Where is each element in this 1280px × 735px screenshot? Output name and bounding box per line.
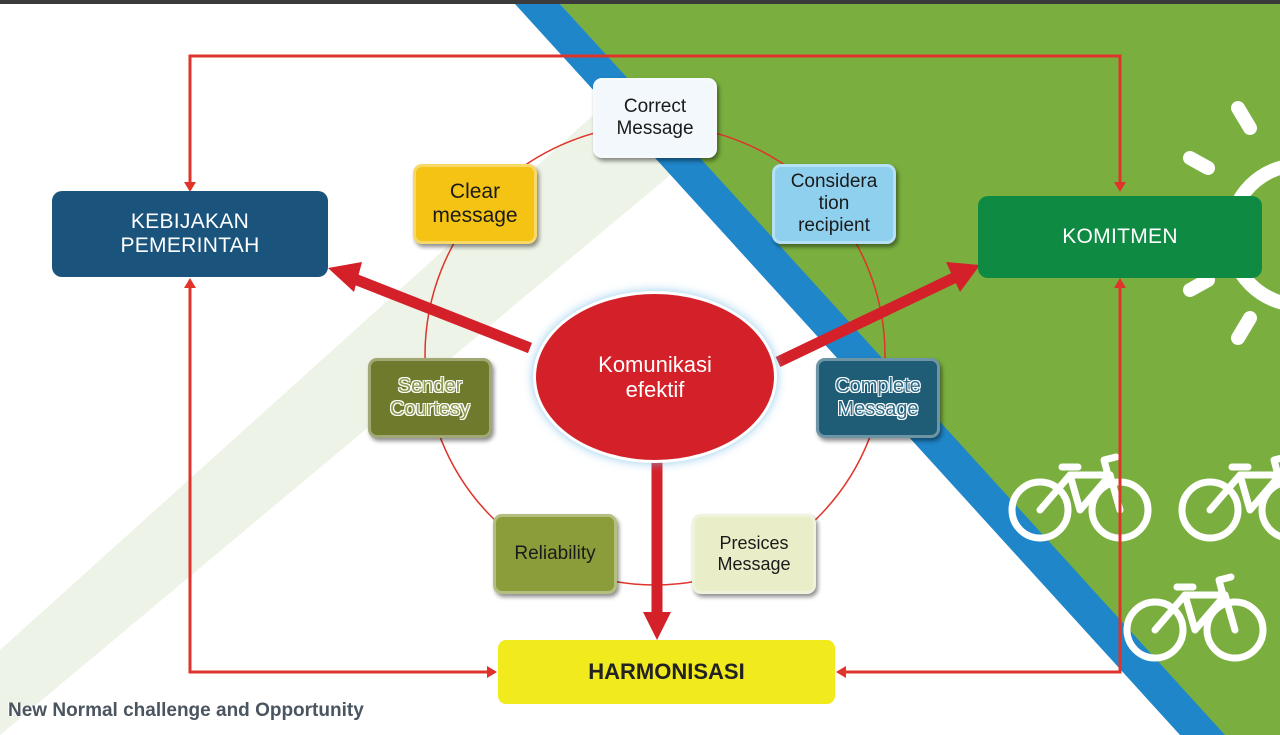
connector-arrowheads xyxy=(184,182,1126,678)
thick-arrowheads xyxy=(328,262,980,640)
consideration-line2: tion xyxy=(818,193,850,215)
komitmen-box: KOMITMEN xyxy=(978,196,1262,278)
center-node-komunikasi-efektif: Komunikasi efektif xyxy=(536,294,774,460)
clear-line2: message xyxy=(432,204,518,227)
bicycle-icon xyxy=(1178,454,1280,542)
harmonisasi-box: HARMONISASI xyxy=(498,640,835,704)
komitmen-label: KOMITMEN xyxy=(1062,224,1178,248)
clear-line1: Clear xyxy=(449,179,501,203)
sender-line2: Courtesy xyxy=(389,398,471,420)
complete-line1: Complete xyxy=(835,375,921,397)
top-edge-bar xyxy=(0,0,1280,4)
complete-message-box: Complete Message xyxy=(816,358,940,438)
presices-line1: Presices xyxy=(719,533,789,554)
consideration-line1: Considera xyxy=(790,171,878,193)
sender-line1: Sender xyxy=(397,375,463,397)
correct-message-box: Correct Message xyxy=(593,78,717,158)
bicycle-icon xyxy=(1123,573,1267,662)
kebijakan-line2: PEMERINTAH xyxy=(120,234,260,257)
outer-connector-lines xyxy=(188,54,1122,674)
center-label-line2: efektif xyxy=(625,377,685,402)
clear-message-box: Clear message xyxy=(413,164,537,244)
kebijakan-line1: KEBIJAKAN xyxy=(130,209,250,233)
harmonisasi-label: HARMONISASI xyxy=(588,659,745,685)
presices-message-box: Presices Message xyxy=(692,514,816,594)
reliability-box: Reliability xyxy=(493,514,617,594)
thick-arrows xyxy=(349,271,961,620)
sender-courtesy-box: Sender Courtesy xyxy=(368,358,492,438)
footer-caption: New Normal challenge and Opportunity xyxy=(8,700,364,721)
correct-line1: Correct xyxy=(623,96,687,118)
center-label-line1: Komunikasi xyxy=(598,351,712,377)
consideration-line3: recipient xyxy=(798,214,870,236)
consideration-recipient-box: Considera tion recipient xyxy=(772,164,896,244)
complete-line2: Message xyxy=(837,398,919,420)
correct-line2: Message xyxy=(616,118,694,139)
kebijakan-pemerintah-box: KEBIJAKAN PEMERINTAH xyxy=(52,191,328,277)
presices-line2: Message xyxy=(717,554,791,574)
reliability-label: Reliability xyxy=(514,543,596,565)
